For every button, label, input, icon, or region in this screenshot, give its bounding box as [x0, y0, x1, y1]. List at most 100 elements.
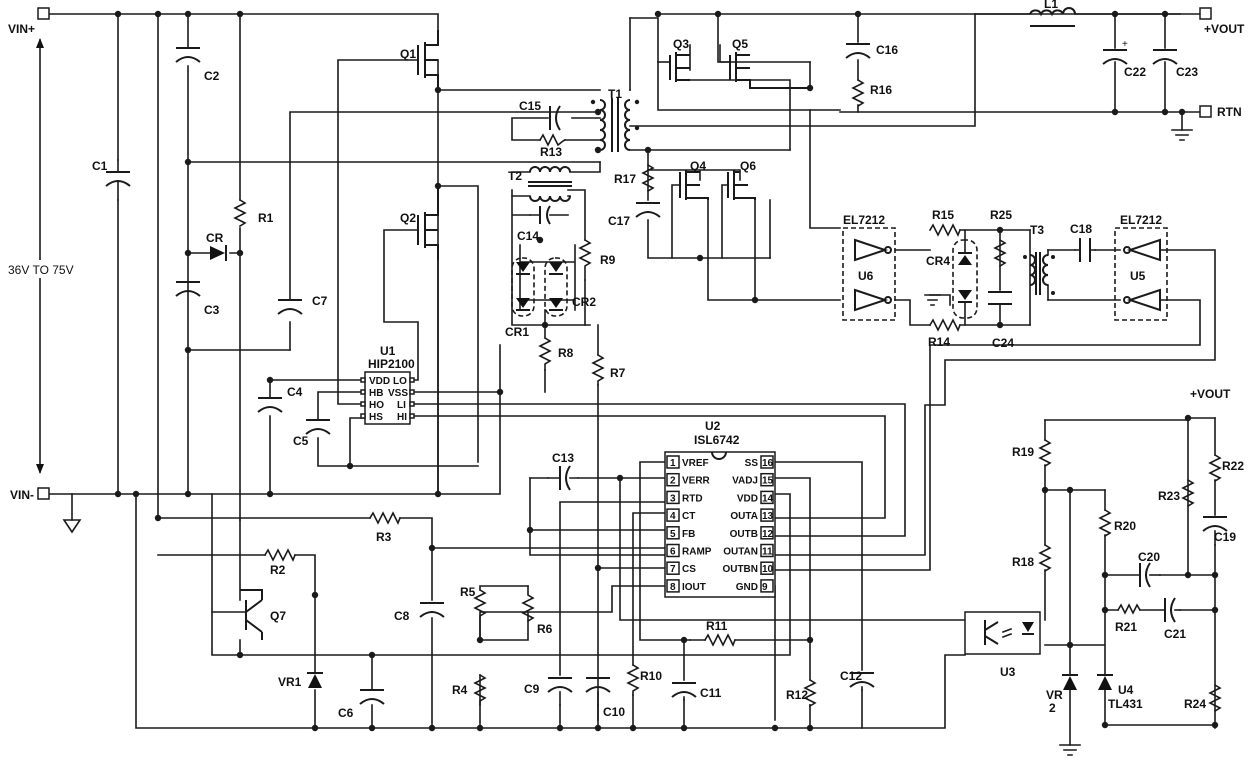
mosfet-q1	[417, 30, 439, 90]
label-c9: C9	[524, 682, 540, 696]
label-r8: R8	[558, 346, 574, 360]
ground-icon-vin	[62, 519, 82, 534]
label-u4-ref: U4	[1118, 683, 1134, 697]
u5-ref: U5	[1130, 269, 1146, 283]
resistor-r25	[993, 238, 1007, 268]
diode-cr2	[544, 257, 568, 317]
u2-pin-box-right	[760, 526, 774, 540]
transformer-t1	[590, 98, 640, 152]
label-q3: Q3	[673, 37, 689, 51]
u2-pin-name: VDD	[737, 493, 758, 504]
label-c1: C1	[92, 159, 108, 173]
ground-symbols	[62, 129, 1193, 756]
capacitor-c19	[1202, 516, 1228, 546]
u2-pin-box-left	[666, 490, 680, 505]
diodes	[187, 229, 1113, 690]
terminal-vin-pos-box[interactable]	[37, 7, 50, 20]
vout-label: +VOUT	[1204, 22, 1245, 36]
capacitor-c16	[845, 43, 871, 59]
label-r25: R25	[990, 208, 1012, 222]
u2-pin-name: IOUT	[682, 582, 706, 593]
capacitor-c11	[671, 682, 697, 701]
label-r24: R24	[1184, 697, 1206, 711]
label-c20: C20	[1138, 550, 1160, 564]
resistor-r24	[1208, 683, 1222, 713]
label-r3: R3	[376, 530, 392, 544]
ground-icon-cr4	[924, 294, 941, 306]
mosfet-q5	[717, 13, 810, 89]
label-c14: C14	[517, 229, 539, 243]
label-vr2-a: VR	[1046, 688, 1063, 702]
label-c7: C7	[312, 294, 328, 308]
u2-pin-number: 4	[670, 511, 676, 522]
u2-pin-number: 7	[670, 564, 676, 575]
label-c3: C3	[204, 303, 220, 317]
u1-pin-li: LI	[397, 400, 406, 411]
u2-pin-name: GND	[736, 582, 758, 593]
capacitors: +	[105, 39, 1228, 706]
resistor-r15	[928, 223, 962, 237]
diode-cr4	[952, 229, 978, 326]
label-vr1: VR1	[278, 675, 302, 689]
label-r13: R13	[540, 145, 562, 159]
label-c17: C17	[608, 214, 630, 228]
resistor-r17	[641, 163, 655, 193]
u2-pin-number: 15	[762, 476, 774, 487]
capacitor-c18	[1074, 238, 1096, 262]
label-c18: C18	[1070, 222, 1092, 236]
resistor-r14	[928, 318, 962, 332]
u2-pin-number: 9	[762, 582, 768, 593]
label-c23: C23	[1176, 65, 1198, 79]
u2-pin-name: FB	[682, 529, 695, 540]
u2-pin-box-right	[760, 490, 774, 505]
label-r12: R12	[786, 688, 808, 702]
u2-pin-box-right	[760, 579, 774, 593]
label-cr: CR	[206, 231, 224, 245]
label-t1: T1	[608, 87, 622, 101]
capacitor-c9	[547, 677, 573, 706]
capacitor-c13	[547, 465, 579, 491]
u2-pin-number: 2	[670, 476, 676, 487]
label-r7: R7	[610, 366, 626, 380]
transistors	[211, 13, 810, 640]
terminals: VIN+ VIN- +VOUT RTN +VOUT 36V TO 75V	[6, 7, 1245, 502]
terminal-rtn-box[interactable]	[1199, 105, 1212, 118]
svg-text:+: +	[1122, 39, 1128, 50]
capacitor-c20	[1139, 562, 1161, 588]
capacitor-c15	[549, 105, 561, 131]
u1-ref: U1	[380, 344, 396, 358]
terminal-vin-neg-box[interactable]	[37, 487, 50, 500]
capacitor-c2	[175, 47, 201, 63]
u2-pin-box-left	[666, 472, 680, 487]
mosfet-q2	[417, 186, 439, 495]
u2-ref: U2	[705, 419, 721, 433]
label-r18: R18	[1012, 555, 1034, 569]
vout-feedback-label: +VOUT	[1190, 387, 1231, 401]
label-q4: Q4	[690, 159, 706, 173]
u5-part: EL7212	[1120, 213, 1162, 227]
capacitor-c8	[419, 602, 445, 618]
resistor-r23	[1181, 478, 1195, 508]
ground-icon-rtn	[1171, 129, 1193, 141]
u1-pin-hs: HS	[369, 412, 383, 423]
u3-ref: U3	[1000, 665, 1016, 679]
capacitor-c10	[585, 677, 611, 706]
component-labels: C1 C2 C3 C4 C5 C6 C7 C8 C9 C10 C11 C12 C…	[92, 0, 1244, 720]
terminal-vout-box[interactable]	[1199, 7, 1212, 20]
u2-notch	[711, 451, 727, 460]
resistor-r12	[803, 678, 817, 708]
u6-ref: U6	[858, 269, 874, 283]
u2-pin-number: 5	[670, 529, 676, 540]
u2-pin-number: 8	[670, 582, 676, 593]
capacitor-c5	[305, 419, 331, 435]
resistor-r4	[473, 673, 487, 706]
u6-body	[842, 227, 896, 321]
capacitor-c6	[359, 689, 385, 705]
resistor-r11	[703, 633, 737, 647]
label-r19: R19	[1012, 445, 1034, 459]
label-c5: C5	[293, 434, 309, 448]
label-l1: L1	[1044, 0, 1058, 11]
u2-pin-box-right	[760, 455, 774, 469]
label-q6: Q6	[740, 159, 756, 173]
